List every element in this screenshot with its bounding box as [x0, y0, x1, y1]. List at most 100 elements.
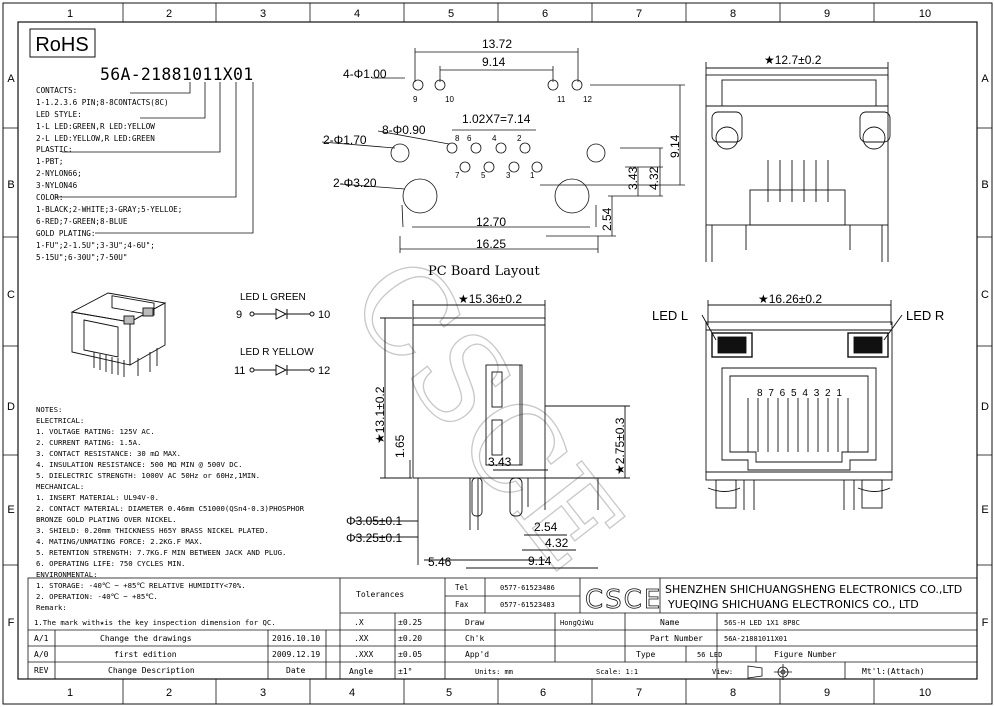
title-block-text: Tolerances Tel 0577-61523486 Fax 0577-61…	[34, 583, 962, 676]
rohs-label: RoHS	[35, 34, 88, 56]
col-label: 6	[542, 8, 548, 20]
dim-9-14: 9.14	[482, 55, 506, 69]
company-logo: CSCE	[585, 585, 662, 615]
note-line: 4. MATING/UNMATING FORCE: 2.2KG.F MAX.	[36, 537, 203, 546]
tol-key: Angle	[349, 667, 373, 676]
note-line: ELECTRICAL:	[36, 416, 84, 425]
fax-label: Fax	[455, 600, 469, 609]
fax-value: 0577-61523483	[500, 601, 555, 609]
col-label: 10	[919, 687, 931, 699]
dim-4-32: 4.32	[647, 166, 661, 190]
dim-2-54: 2.54	[600, 207, 614, 231]
part-number: 56A-21881011X01	[724, 635, 787, 643]
pcb-layout-view	[321, 48, 685, 253]
option-line: 2-L LED:YELLOW,R LED:GREEN	[36, 134, 155, 143]
option-line: 5-15U";6-30U";7-50U"	[36, 253, 127, 262]
front-view-labels: ★16.26±0.2 LED L LED R 8 7 6 5 4 3 2 1	[652, 292, 944, 399]
rev-id: REV	[34, 666, 49, 675]
projection-symbol-icon	[747, 664, 792, 680]
note-line: 3. SHIELD: 0.20mm THICKNESS H65Y BRASS N…	[36, 526, 269, 535]
dim-3-43: 3.43	[626, 166, 640, 190]
option-line: 1-PBT;	[36, 157, 63, 166]
row-label: B	[7, 179, 14, 191]
option-line: 1-FU";2-1.5U";3-3U";4-6U";	[36, 241, 155, 250]
company-name-2: YUEQING SHICHUANG ELECTRONICS CO., LTD	[667, 598, 919, 611]
col-label: 2	[166, 687, 172, 699]
tol-value: ±0.20	[398, 634, 422, 643]
pin-number: 8	[455, 134, 460, 143]
col-label: 9	[824, 687, 830, 699]
note-line: 1. INSERT MATERIAL: UL94V-0.	[36, 493, 159, 502]
role-label: Draw	[465, 618, 484, 627]
row-label: F	[8, 617, 15, 629]
notes-block: NOTES: ELECTRICAL: 1. VOLTAGE RATING: 12…	[36, 405, 305, 612]
option-line: CONTACTS:	[36, 86, 77, 95]
view-label: View:	[712, 668, 733, 676]
dim-16-26: ★16.26±0.2	[758, 292, 822, 306]
rev-desc: Change Description	[108, 666, 195, 675]
row-label: B	[981, 179, 988, 191]
note-line: 5. DIELECTRIC STRENGTH: 1000V AC 50Hz or…	[36, 471, 260, 480]
row-label: F	[982, 617, 989, 629]
tol-value: ±1°	[398, 667, 412, 676]
col-label: 1	[67, 687, 73, 699]
column-labels-top: 1 2 3 4 5 6 7 8 9 10	[67, 8, 931, 20]
tol-key: .XX	[354, 634, 369, 643]
type-value: 56 LED	[697, 651, 722, 659]
option-line: LED STYLE:	[36, 110, 82, 119]
note-line: MECHANICAL:	[36, 482, 84, 491]
col-label: 10	[919, 8, 931, 20]
tel-label: Tel	[455, 583, 469, 592]
pin-number: 1	[530, 171, 535, 180]
dim-3-25: Φ3.25±0.1	[346, 531, 403, 545]
pcb-title: PC Board Layout	[428, 264, 541, 279]
front-view	[701, 300, 903, 510]
rev-id: A/1	[34, 634, 49, 643]
note-line: 1. STORAGE: -40℃ ~ +85℃ RELATIVE HUMIDIT…	[36, 581, 246, 590]
tol-value: ±0.05	[398, 650, 422, 659]
led-r-label: LED R YELLOW	[240, 347, 314, 358]
dim-12-70: 12.70	[476, 215, 506, 229]
drawer-name: HongQiWu	[560, 619, 594, 627]
note-line: 4. INSULATION RESISTANCE: 500 MΩ MIN @ 5…	[36, 460, 242, 469]
tol-key: .XXX	[354, 650, 373, 659]
col-label: 4	[354, 8, 360, 20]
pcb-dimension-labels: 13.72 9.14 4-Φ1.00 1.02X7=7.14 8-Φ0.90 2…	[323, 37, 682, 279]
part-code: 56A-21881011X01	[100, 65, 254, 84]
note-line: 2. OPERATION: -40℃ ~ +85℃.	[36, 592, 158, 601]
units-label: Units: mm	[475, 668, 513, 676]
note-line: 3. CONTACT RESISTANCE: 30 mΩ MAX.	[36, 449, 181, 458]
dim-13-1: ★13.1±0.2	[373, 386, 387, 444]
role-label: App'd	[465, 650, 489, 659]
row-label: D	[7, 401, 15, 413]
dim-2-holes-170: 2-Φ1.70	[323, 133, 367, 147]
dim-3-43: 3.43	[488, 455, 512, 469]
dim-4-32: 4.32	[545, 536, 569, 550]
rev-desc: Change the drawings	[100, 634, 192, 643]
pin-number: 3	[506, 171, 511, 180]
led-r-symbol: LED R YELLOW 11 12	[234, 347, 330, 377]
note-line: 2. CURRENT RATING: 1.5A.	[36, 438, 141, 447]
rev-desc: first edition	[114, 650, 177, 659]
options-list: CONTACTS: 1-1.2.3.6 PIN;8-8CONTACTS(8C) …	[36, 86, 182, 262]
part-number-label: Part Number	[650, 634, 703, 643]
tol-key: .X	[354, 618, 364, 627]
row-label: E	[7, 504, 14, 516]
col-label: 2	[166, 8, 172, 20]
tolerances-label: Tolerances	[356, 590, 404, 599]
pin-number: 5	[481, 171, 486, 180]
note-line: ENVIRONMENTAL:	[36, 570, 98, 579]
dim-5-46: 5.46	[428, 555, 452, 569]
side-view-labels: ★15.36±0.2 ★13.1±0.2 1.65 3.43 ★2.75±0.3…	[346, 292, 627, 569]
note-line: 5. RETENTION STRENGTH: 7.7KG.F MIN BETWE…	[36, 548, 286, 557]
pin-number: 2	[517, 134, 522, 143]
column-labels-bottom: 1 2 3 4 5 6 7 8 9 10	[67, 687, 931, 699]
col-label: 1	[67, 8, 73, 20]
figure-number-label: Figure Number	[774, 650, 837, 659]
dim-pitch: 1.02X7=7.14	[462, 112, 531, 126]
product-name: 56S-H LED 1X1 8P8C	[724, 619, 800, 627]
rev-date: 2009.12.19	[272, 650, 320, 659]
dim-16-25: 16.25	[476, 237, 506, 251]
col-label: 7	[636, 687, 642, 699]
dim-15-36: ★15.36±0.2	[458, 292, 522, 306]
